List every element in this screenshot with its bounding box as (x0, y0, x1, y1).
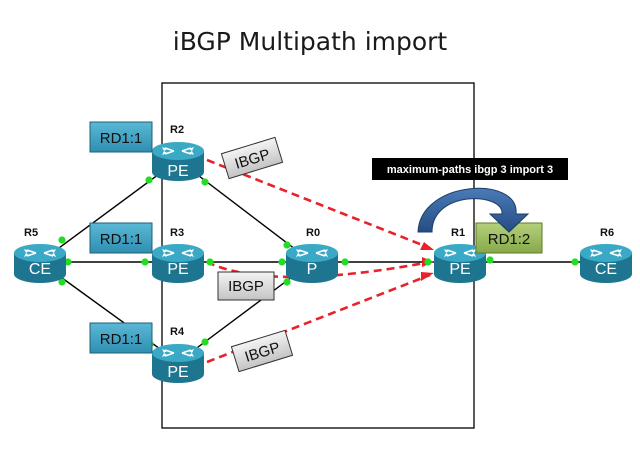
router-r1[interactable]: R1 PE (433, 227, 487, 284)
port-dot (145, 176, 153, 184)
port-dot (424, 258, 432, 266)
rd-text: RD1:1 (100, 130, 143, 147)
note-text: maximum-paths ibgp 3 import 3 (387, 164, 553, 176)
router-label: R1 (451, 227, 465, 239)
import-arrow (417, 187, 530, 233)
router-role: CE (595, 261, 617, 278)
ibgp-tag-r3: IBGP (217, 271, 275, 301)
rd-label-r2: RD1:1 (89, 121, 153, 153)
command-note: maximum-paths ibgp 3 import 3 (372, 158, 568, 180)
router-label: R3 (170, 227, 184, 239)
port-dot (58, 236, 66, 244)
router-role: PE (167, 364, 188, 381)
router-label: R5 (24, 227, 38, 239)
rd-label-r3: RD1:1 (89, 222, 153, 254)
session-r2-r1 (206, 158, 431, 250)
router-r5[interactable]: R5 CE (13, 227, 67, 284)
rd-label-r4: RD1:1 (89, 322, 153, 354)
port-dot (486, 256, 494, 264)
port-dot (201, 338, 209, 346)
ibgp-box (217, 271, 275, 301)
port-dot (283, 278, 291, 286)
link-r5-r2 (39, 159, 179, 263)
router-r4[interactable]: R4 PE (151, 326, 205, 384)
rd-text: RD1:1 (100, 231, 143, 248)
router-r6[interactable]: R6 CE (579, 227, 633, 284)
ibgp-tag-r2: IBGP (220, 136, 284, 180)
router-label: R6 (600, 227, 614, 239)
router-role: CE (29, 261, 51, 278)
rd-text: RD1:1 (100, 331, 143, 348)
ibgp-text: IBGP (228, 278, 264, 295)
arrowhead-r4 (421, 272, 434, 281)
port-dot (201, 178, 209, 186)
arrowhead-r2 (420, 242, 434, 250)
port-dot (571, 258, 579, 266)
ibgp-box (220, 136, 284, 180)
port-dot (64, 258, 72, 266)
router-role: PE (449, 261, 470, 278)
router-role: PE (167, 261, 188, 278)
rd-box (89, 222, 153, 254)
port-dot (58, 278, 66, 286)
router-label: R2 (170, 124, 184, 136)
port-dot (141, 258, 149, 266)
diagram-title: iBGP Multipath import (173, 27, 448, 56)
port-dot (206, 258, 214, 266)
router-r3[interactable]: R3 PE (151, 227, 205, 284)
router-label: R0 (306, 227, 320, 239)
port-dot (283, 241, 291, 249)
rd-text: RD1:2 (488, 231, 531, 248)
ibgp-box (230, 329, 294, 373)
ibgp-tag-r4: IBGP (230, 329, 294, 373)
router-r2[interactable]: R2 PE (151, 124, 205, 182)
router-label: R4 (170, 326, 185, 338)
router-r0[interactable]: R0 P (285, 227, 339, 284)
rd-box (89, 121, 153, 153)
session-r3-r1 (206, 260, 431, 279)
router-role: PE (167, 163, 188, 180)
note-box (372, 158, 568, 180)
rd-box (89, 322, 153, 354)
router-role: P (307, 261, 318, 278)
port-dot (341, 258, 349, 266)
port-dot (278, 258, 286, 266)
link-r4-r0 (177, 261, 313, 363)
